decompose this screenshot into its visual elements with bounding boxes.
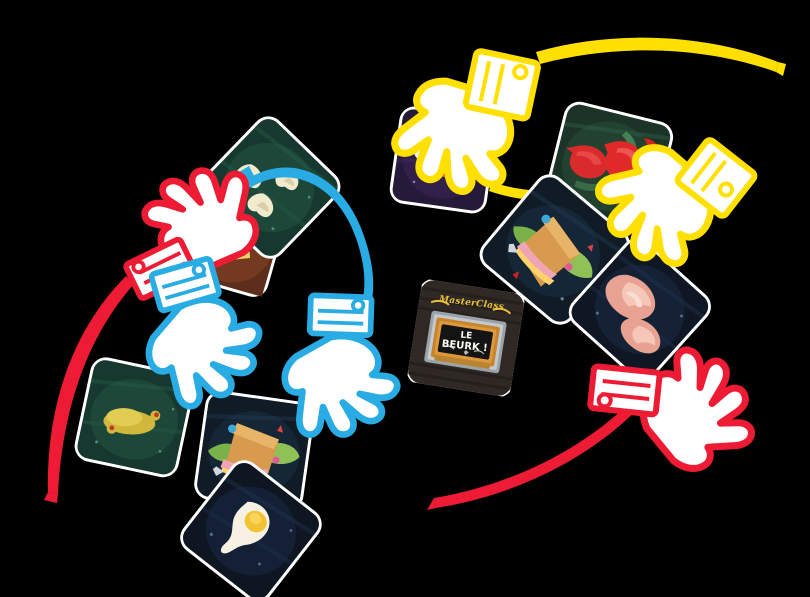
glove-red-lower-right[interactable] bbox=[567, 304, 790, 505]
masterclass-art bbox=[406, 278, 526, 398]
card-ham[interactable] bbox=[561, 230, 720, 388]
glove-yellow-top[interactable] bbox=[383, 42, 541, 208]
glove-blue-lower-left[interactable] bbox=[108, 240, 291, 433]
glove-yellow-right[interactable] bbox=[569, 100, 761, 296]
arc-red-right bbox=[427, 392, 648, 510]
arc-yellow-top bbox=[536, 37, 786, 76]
arc-red-left bbox=[44, 276, 134, 503]
arc-blue bbox=[239, 166, 374, 356]
glove-blue-center-left[interactable] bbox=[267, 289, 409, 452]
card-olives[interactable] bbox=[70, 354, 200, 481]
card-masterclass[interactable]: MasterClass LE BEURK ! bbox=[406, 278, 526, 398]
card-egg[interactable] bbox=[172, 452, 330, 597]
